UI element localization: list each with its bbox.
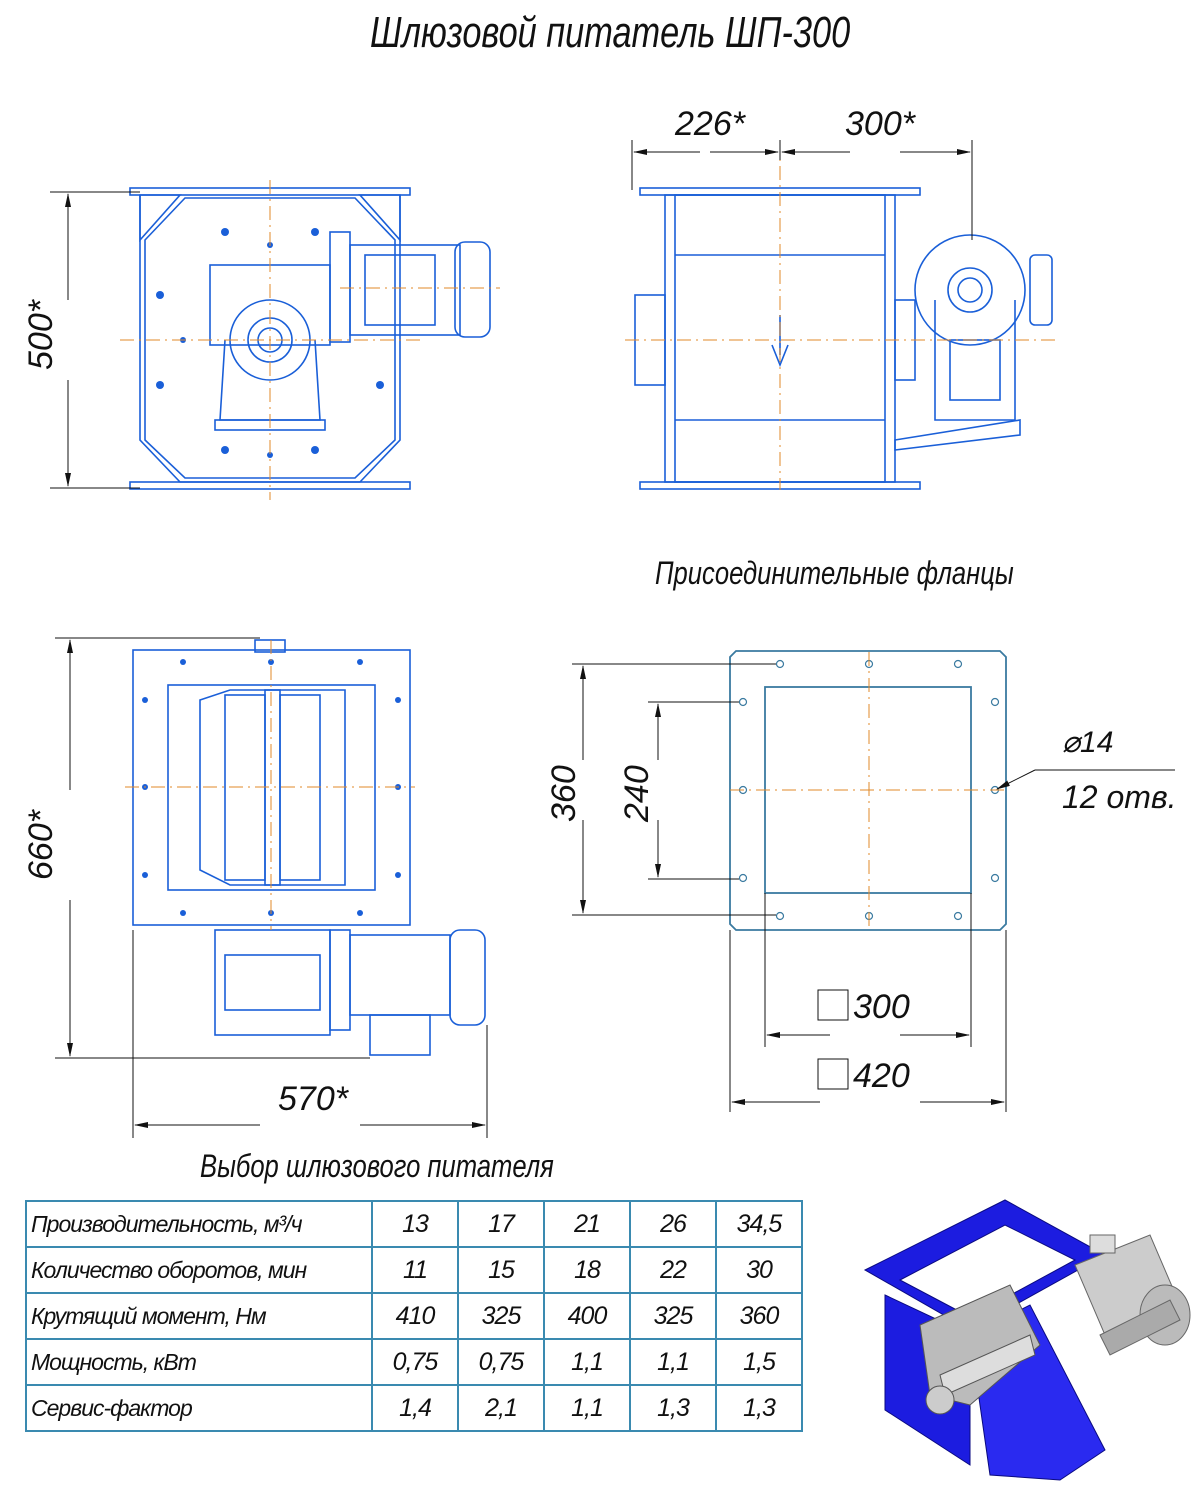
drawing-title: Шлюзовой питатель ШП-300 [370,8,851,57]
dim-300-flange: 300 [853,988,910,1026]
selection-table: Производительность, м³/ч 13 17 21 26 34,… [25,1200,803,1432]
cell: 26 [629,1200,717,1248]
row-label: Мощность, кВт [25,1338,373,1386]
dim-500: 500* [22,298,60,370]
cell: 34,5 [715,1200,803,1248]
front-dimension [50,191,140,489]
flanges-title: Присоединительные фланцы [655,555,1014,591]
cell: 410 [371,1292,459,1340]
feeder-3d-render [863,1199,1191,1481]
dim-240: 240 [618,765,656,823]
cell: 1,3 [629,1384,717,1432]
cell: 18 [543,1246,631,1294]
row-label: Сервис-фактор [25,1384,373,1432]
cell: 0,75 [457,1338,545,1386]
cell: 1,4 [371,1384,459,1432]
cell: 1,1 [543,1338,631,1386]
cell: 15 [457,1246,545,1294]
cell: 1,1 [629,1338,717,1386]
cell: 22 [629,1246,717,1294]
cell: 1,5 [715,1338,803,1386]
cell: 17 [457,1200,545,1248]
cell: 360 [715,1292,803,1340]
cell: 30 [715,1246,803,1294]
cell: 325 [457,1292,545,1340]
cell: 13 [371,1200,459,1248]
dim-300-top: 300* [845,105,917,143]
bottom-dimensions [55,637,488,1138]
cell: 21 [543,1200,631,1248]
cell: 400 [543,1292,631,1340]
row-label: Производительность, м³/ч [25,1200,373,1248]
table-row: Сервис-фактор 1,4 2,1 1,1 1,3 1,3 [25,1384,803,1432]
selection-title: Выбор шлюзового питателя [200,1148,554,1184]
table-row: Производительность, м³/ч 13 17 21 26 34,… [25,1200,803,1248]
side-view [634,187,1053,490]
front-view [129,187,491,490]
hole-diameter: ⌀14 [1062,726,1113,759]
dim-570: 570* [278,1080,350,1118]
table-row: Мощность, кВт 0,75 0,75 1,1 1,1 1,5 [25,1338,803,1386]
row-label: Количество оборотов, мин [25,1246,373,1294]
bottom-view [132,639,486,1056]
cell: 0,75 [371,1338,459,1386]
cell: 2,1 [457,1384,545,1432]
table-row: Количество оборотов, мин 11 15 18 22 30 [25,1246,803,1294]
cell: 1,1 [543,1384,631,1432]
flange-dimensions [572,663,1175,1112]
dim-360: 360 [545,765,583,822]
row-label: Крутящий момент, Нм [25,1292,373,1340]
cell: 11 [371,1246,459,1294]
dim-420-flange: 420 [853,1057,910,1095]
dim-226: 226* [674,105,747,143]
dim-660: 660* [22,808,60,880]
side-dimensions [631,140,973,240]
hole-count: 12 отв. [1062,779,1177,815]
cell: 325 [629,1292,717,1340]
cell: 1,3 [715,1384,803,1432]
table-row: Крутящий момент, Нм 410 325 400 325 360 [25,1292,803,1340]
